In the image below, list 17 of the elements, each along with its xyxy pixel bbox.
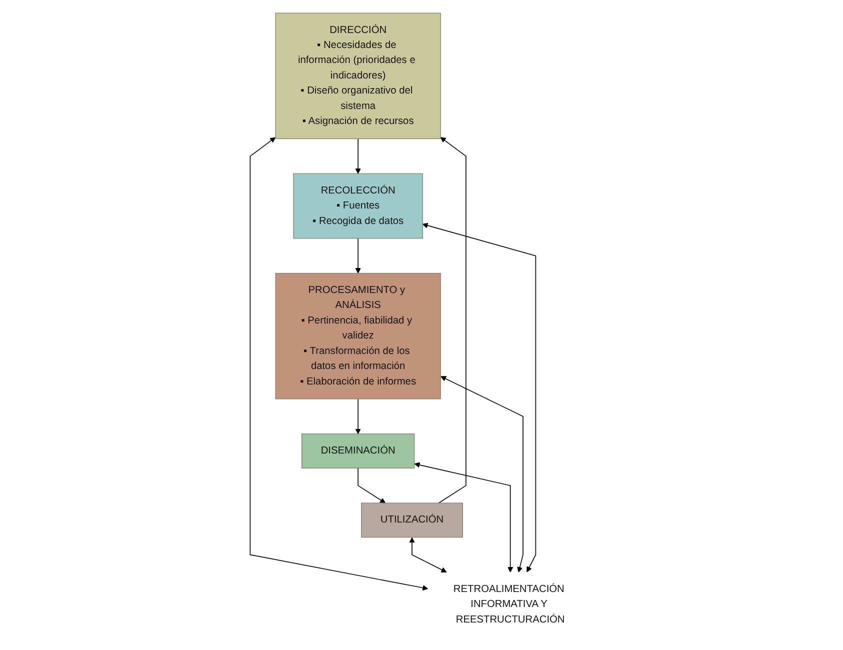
node-text: RETROALIMENTACIÓN INFORMATIVA Y REESTRUCTURACIÓN	[453, 584, 565, 625]
arrow	[355, 398, 361, 434]
arrow	[355, 238, 361, 274]
node-box	[275, 12, 441, 140]
arrow	[440, 376, 524, 572]
arrow	[358, 468, 386, 504]
node-box	[275, 272, 441, 400]
node-box	[293, 173, 423, 239]
arrow	[250, 137, 428, 591]
arrow	[414, 462, 514, 572]
flowchart-diagram: DIRECCIÓN ▪ Necesidades de información (prioridades e indicadores) ▪ Diseño organizativo del sistema ▪ Asignación de recursos RECOLECCIÓN ▪ Fuentes ▪ Recogida de datos PROCESAMIENTO y ANÁLISIS ▪ Pertinencia, fiabilidad y validez ▪ Transformación de los datos en información ▪ Elaboración de informes DISEMINACIÓN UTILIZACIÓN RETROALIMENTACIÓN INFORMATIVA Y REESTRUCTURACIÓN	[8, 8, 835, 642]
arrow	[422, 222, 536, 572]
arrow	[355, 138, 361, 174]
node-box	[361, 502, 463, 538]
arrow	[409, 537, 447, 572]
node-box	[301, 434, 415, 468]
arrow	[438, 137, 466, 504]
